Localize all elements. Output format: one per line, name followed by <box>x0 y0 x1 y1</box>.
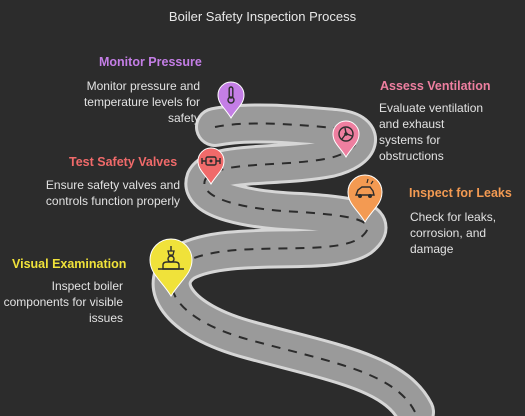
step-title-monitor-pressure: Monitor Pressure <box>99 55 202 69</box>
inspector-icon <box>158 246 184 270</box>
road-centerline <box>170 122 416 413</box>
pin-visual-examination[interactable] <box>149 238 193 297</box>
step-desc-test-safety-valves: Ensure safety valves and controls functi… <box>45 178 180 208</box>
step-title-assess-ventilation: Assess Ventilation <box>380 79 491 93</box>
pin-monitor-pressure[interactable] <box>217 81 245 119</box>
step-title-inspect-leaks: Inspect for Leaks <box>409 186 512 200</box>
diagram-title: Boiler Safety Inspection Process <box>168 9 357 24</box>
step-desc-assess-ventilation: Evaluate ventilation and exhaust systems… <box>379 101 484 163</box>
car-leak-icon <box>354 178 375 198</box>
step-desc-monitor-pressure: Monitor pressure and temperature levels … <box>83 79 200 125</box>
step-desc-inspect-leaks: Check for leaks, corrosion, and damage <box>410 210 497 256</box>
valve-icon <box>201 156 221 166</box>
pin-test-safety-valves[interactable] <box>197 147 225 185</box>
fan-icon <box>338 126 354 142</box>
pin-inspect-leaks[interactable] <box>347 174 383 223</box>
thermometer-icon <box>227 86 235 104</box>
step-desc-visual-examination: Inspect boiler components for visible is… <box>3 279 123 325</box>
step-title-test-safety-valves: Test Safety Valves <box>69 155 178 169</box>
pin-assess-ventilation[interactable] <box>332 120 360 158</box>
step-title-visual-examination: Visual Examination <box>12 257 127 271</box>
